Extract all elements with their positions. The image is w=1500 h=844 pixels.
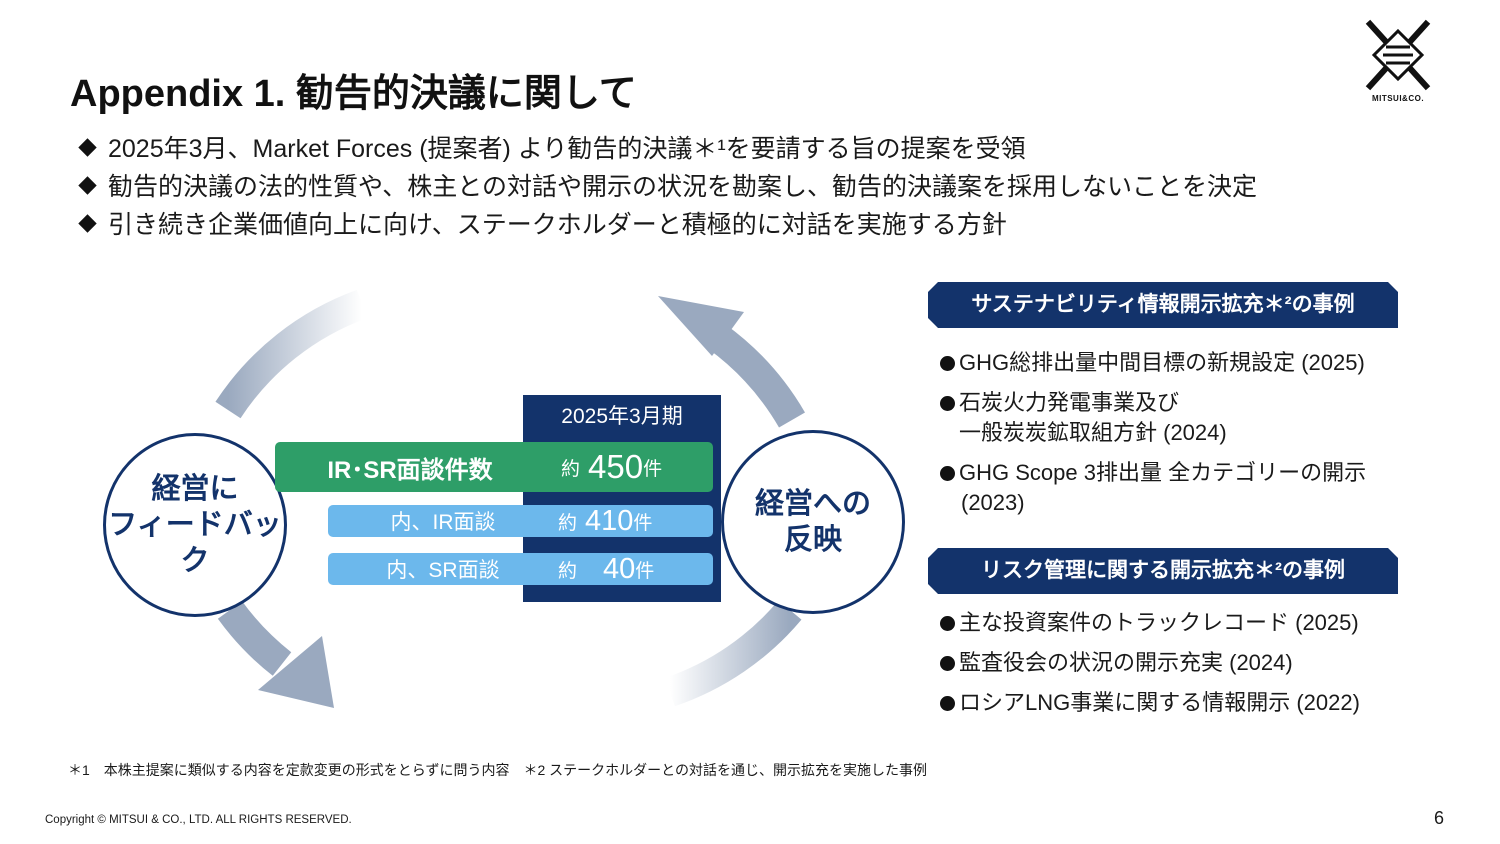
row-label: 内、IR面談	[390, 511, 496, 534]
item-text-cont: 一般炭炭鉱取組方針 (2024)	[959, 420, 1227, 445]
bullet-list: 2025年3月、Market Forces (提案者) より勧告的決議＊¹を要請…	[75, 128, 1257, 242]
logo-text: MITSUI&CO.	[1371, 94, 1425, 103]
reflection-circle: 経営への 反映	[721, 430, 905, 614]
item-text: GHG総排出量中間目標の新規設定 (2025)	[959, 350, 1365, 375]
row-approx: 約	[558, 560, 578, 582]
mitsui-logo: MITSUI&CO.	[1356, 18, 1440, 108]
bullet-dot-icon	[940, 356, 955, 371]
list-item: 主な投資案件のトラックレコード (2025)	[940, 608, 1360, 638]
arc-top-right	[707, 323, 805, 428]
list-item: GHG総排出量中間目標の新規設定 (2025)	[940, 348, 1366, 378]
fiscal-period: 2025年3月期	[561, 405, 683, 428]
feedback-line2: フィードバック	[108, 508, 282, 578]
bullet-item: 引き続き企業価値向上に向け、ステークホルダーと積極的に対話を実施する方針	[75, 204, 1257, 242]
arc-bottom-right	[664, 600, 802, 707]
bullet-item: 2025年3月、Market Forces (提案者) より勧告的決議＊¹を要請…	[75, 128, 1257, 166]
bullet-dot-icon	[940, 396, 955, 411]
item-text: ロシアLNG事業に関する情報開示 (2022)	[959, 690, 1360, 715]
row-label: 内、SR面談	[386, 559, 500, 582]
list-item: ロシアLNG事業に関する情報開示 (2022)	[940, 688, 1360, 718]
arc-top-left	[215, 289, 368, 419]
interview-row-total: IR･SR面談件数 約 450 件	[275, 442, 713, 492]
row-value: 410	[585, 504, 634, 537]
arc-bottom-left	[217, 600, 292, 676]
bullet-text: 勧告的決議の法的性質や、株主との対話や開示の状況を勘案し、勧告的決議案を採用しな…	[108, 173, 1258, 201]
row-value: 450	[588, 448, 644, 485]
bullet-dot-icon	[940, 656, 955, 671]
list-item: 監査役会の状況の開示充実 (2024)	[940, 648, 1360, 678]
row-approx: 約	[561, 458, 581, 480]
item-text: 石炭火力発電事業及び	[959, 390, 1180, 415]
row-label: IR･SR面談件数	[327, 456, 493, 484]
interview-row-sr: 内、SR面談 約 40 件	[328, 553, 713, 585]
risk-list: 主な投資案件のトラックレコード (2025) 監査役会の状況の開示充実 (202…	[940, 608, 1360, 718]
feedback-line1: 経営に	[151, 472, 239, 505]
item-text: GHG Scope 3排出量 全カテゴリーの開示	[959, 460, 1367, 485]
item-text: 主な投資案件のトラックレコード (2025)	[959, 610, 1359, 635]
sustainability-list: GHG総排出量中間目標の新規設定 (2025) 石炭火力発電事業及び 一般炭炭鉱…	[940, 348, 1366, 518]
page-title: Appendix 1. 勧告的決議に関して	[70, 73, 637, 115]
bullet-dot-icon	[940, 466, 955, 481]
reflection-line1: 経営への	[754, 487, 871, 520]
list-item: GHG Scope 3排出量 全カテゴリーの開示 (2023)	[940, 458, 1366, 518]
item-text-cont: (2023)	[961, 490, 1025, 515]
sustainability-header: サステナビリティ情報開示拡充＊²の事例	[928, 282, 1398, 328]
footnote: ＊1 本株主提案に類似する内容を定款変更の形式をとらずに問う内容 ＊2 ステーク…	[68, 762, 928, 778]
row-approx: 約	[558, 512, 578, 534]
row-unit: 件	[635, 560, 655, 582]
arrowhead-bottom-left	[258, 636, 334, 708]
bullet-dot-icon	[940, 616, 955, 631]
interview-row-ir: 内、IR面談 約 410 件	[328, 505, 713, 537]
item-text: 監査役会の状況の開示充実 (2024)	[959, 650, 1293, 675]
arrowhead-top-right	[658, 296, 744, 356]
mitsui-logo-icon	[1365, 19, 1431, 91]
bullet-text: 2025年3月、Market Forces (提案者) より勧告的決議＊¹を要請…	[108, 135, 1026, 163]
bullet-text: 引き続き企業価値向上に向け、ステークホルダーと積極的に対話を実施する方針	[108, 211, 1007, 239]
page-number: 6	[1433, 808, 1444, 828]
row-unit: 件	[643, 458, 663, 480]
risk-header: リスク管理に関する開示拡充＊²の事例	[928, 548, 1398, 594]
list-item: 石炭火力発電事業及び 一般炭炭鉱取組方針 (2024)	[940, 388, 1366, 448]
row-unit: 件	[633, 512, 653, 534]
bullet-item: 勧告的決議の法的性質や、株主との対話や開示の状況を勘案し、勧告的決議案を採用しな…	[75, 166, 1257, 204]
reflection-line2: 反映	[783, 524, 842, 556]
feedback-circle: 経営に フィードバック	[103, 433, 287, 617]
row-value: 40	[603, 552, 636, 585]
bullet-dot-icon	[940, 696, 955, 711]
copyright: Copyright © MITSUI & CO., LTD. ALL RIGHT…	[45, 814, 352, 826]
